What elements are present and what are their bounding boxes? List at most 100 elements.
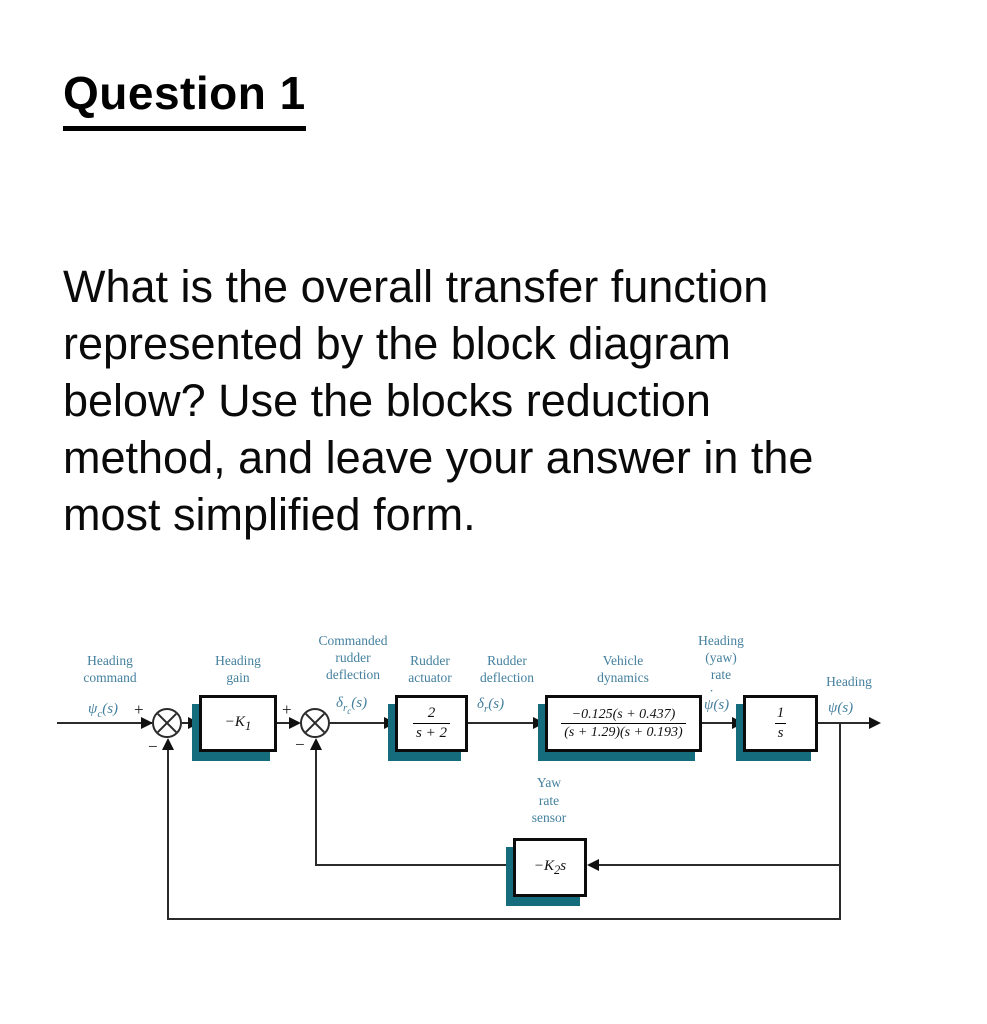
- question-line: most simplified form.: [63, 489, 476, 540]
- label-vehicle-dynamics: Vehicle dynamics: [573, 652, 673, 686]
- signal-heading-command: ψc(s): [88, 701, 118, 720]
- block-heading-gain: −K1: [199, 695, 277, 752]
- signal-arg: (s): [713, 697, 730, 713]
- minus-sign-junction-2: −: [295, 735, 305, 754]
- label-line: (yaw): [705, 650, 737, 665]
- signal-subsubscript: c: [347, 706, 352, 717]
- signal-subscript: c: [97, 708, 103, 720]
- label-rudder-actuator: Rudder actuator: [380, 652, 480, 686]
- signal-arg: (s): [488, 696, 505, 712]
- signal-arg: (s): [351, 695, 368, 711]
- signal-commanded-rudder-deflection: δrc(s): [336, 695, 367, 716]
- label-line: Vehicle: [602, 653, 644, 668]
- label-line: Heading: [826, 674, 872, 689]
- arrowhead-into-gain-block: [188, 717, 200, 729]
- label-line: command: [83, 670, 137, 685]
- signal-symbol: ψ: [704, 697, 714, 713]
- wire-junction2-to-actuator: [330, 722, 385, 724]
- label-heading-yaw-rate: Heading (yaw) rate: [671, 632, 771, 683]
- wire-actuator-to-dynamics: [468, 722, 534, 724]
- label-line: deflection: [326, 667, 380, 682]
- plus-sign-junction-2: +: [282, 700, 292, 719]
- minus-sign-junction-1: −: [148, 737, 158, 756]
- summing-junction-1: [152, 708, 182, 738]
- wire-outer-feedback-vertical: [167, 749, 169, 920]
- arrowhead-into-sensor-block: [587, 859, 599, 871]
- label-line: deflection: [480, 670, 534, 685]
- block-rudder-actuator: 2 s + 2: [395, 695, 468, 752]
- sensor-gain: −K: [533, 857, 555, 874]
- label-commanded-rudder-deflection: Commanded rudder deflection: [303, 632, 403, 683]
- arrowhead-feedback-into-junction1: [162, 738, 174, 750]
- question-line: below? Use the blocks reduction: [63, 375, 711, 426]
- arrowhead-into-actuator-block: [384, 717, 396, 729]
- label-line: Rudder: [410, 653, 450, 668]
- question-line: represented by the block diagram: [63, 318, 731, 369]
- signal-subscript: r: [483, 703, 489, 715]
- label-line: rate: [538, 792, 560, 808]
- label-line: Heading: [215, 653, 261, 668]
- gain-value: −K: [224, 713, 245, 730]
- arrowhead-feedback-into-junction2: [310, 738, 322, 750]
- arrowhead-into-dynamics-block: [533, 717, 545, 729]
- label-line: sensor: [531, 810, 567, 825]
- denominator: s + 2: [413, 723, 450, 743]
- sensor-subscript: 2: [554, 862, 561, 877]
- block-vehicle-dynamics: −0.125(s + 0.437) (s + 1.29)(s + 0.193): [545, 695, 702, 752]
- signal-rudder-deflection: δr(s): [477, 696, 504, 715]
- signal-arg: (s): [102, 701, 119, 717]
- signal-symbol: δ: [477, 696, 484, 712]
- arrowhead-output: [869, 717, 881, 729]
- signal-yaw-rate: ˙ψ(s): [704, 688, 730, 714]
- numerator: 2: [427, 705, 436, 722]
- label-heading-command: Heading command: [60, 652, 160, 686]
- page-title: Question 1: [63, 66, 306, 131]
- label-yaw-rate-sensor: Yaw rate sensor: [499, 774, 599, 827]
- arrowhead-into-junction1: [141, 717, 153, 729]
- signal-symbol: ψ: [88, 701, 98, 717]
- wire-junction1-to-gain: [182, 722, 190, 724]
- label-line: rate: [710, 667, 732, 682]
- label-line: Yaw: [536, 775, 562, 790]
- block-yaw-rate-sensor: −K2s: [513, 838, 587, 897]
- wire-sensor-to-junction2-horizontal: [316, 864, 513, 866]
- arrowhead-into-junction2: [289, 717, 301, 729]
- question-line: method, and leave your answer in the: [63, 432, 814, 483]
- wire-output: [818, 722, 869, 724]
- label-heading-output: Heading: [799, 673, 899, 690]
- label-line: Rudder: [487, 653, 527, 668]
- signal-heading-output: ψ(s): [828, 700, 853, 717]
- sensor-variable: s: [560, 857, 567, 874]
- signal-subscript: r: [342, 702, 348, 714]
- wire-branch-to-sensor: [598, 864, 841, 866]
- wire-gain-to-junction2: [277, 722, 290, 724]
- numerator: 1: [776, 705, 785, 722]
- signal-symbol: ψ: [828, 700, 838, 716]
- numerator: −0.125(s + 0.437): [571, 706, 676, 722]
- label-line: Heading: [87, 653, 133, 668]
- signal-symbol: δ: [336, 695, 343, 711]
- arrowhead-into-integrator-block: [732, 717, 744, 729]
- label-line: actuator: [408, 670, 452, 685]
- label-heading-gain: Heading gain: [188, 652, 288, 686]
- question-text: What is the overall transfer function re…: [63, 258, 813, 543]
- label-line: Commanded: [318, 633, 388, 648]
- denominator: (s + 1.29)(s + 0.193): [561, 723, 686, 742]
- overdot: ˙: [709, 688, 714, 704]
- signal-arg: (s): [837, 700, 854, 716]
- wire-outer-feedback-horizontal: [167, 918, 841, 920]
- block-integrator: 1 s: [743, 695, 818, 752]
- wire-sensor-to-junction2-vertical: [315, 749, 317, 866]
- plus-sign-junction-1: +: [134, 700, 144, 719]
- question-line: What is the overall transfer function: [63, 261, 769, 312]
- gain-subscript: 1: [244, 718, 252, 733]
- summing-junction-2: [300, 708, 330, 738]
- wire-input: [57, 722, 152, 724]
- wire-output-branch-down: [839, 723, 841, 920]
- wire-dynamics-to-integrator: [702, 722, 733, 724]
- label-line: gain: [226, 670, 250, 685]
- label-line: dynamics: [597, 670, 649, 685]
- denominator: s: [774, 723, 787, 743]
- label-rudder-deflection: Rudder deflection: [457, 652, 557, 686]
